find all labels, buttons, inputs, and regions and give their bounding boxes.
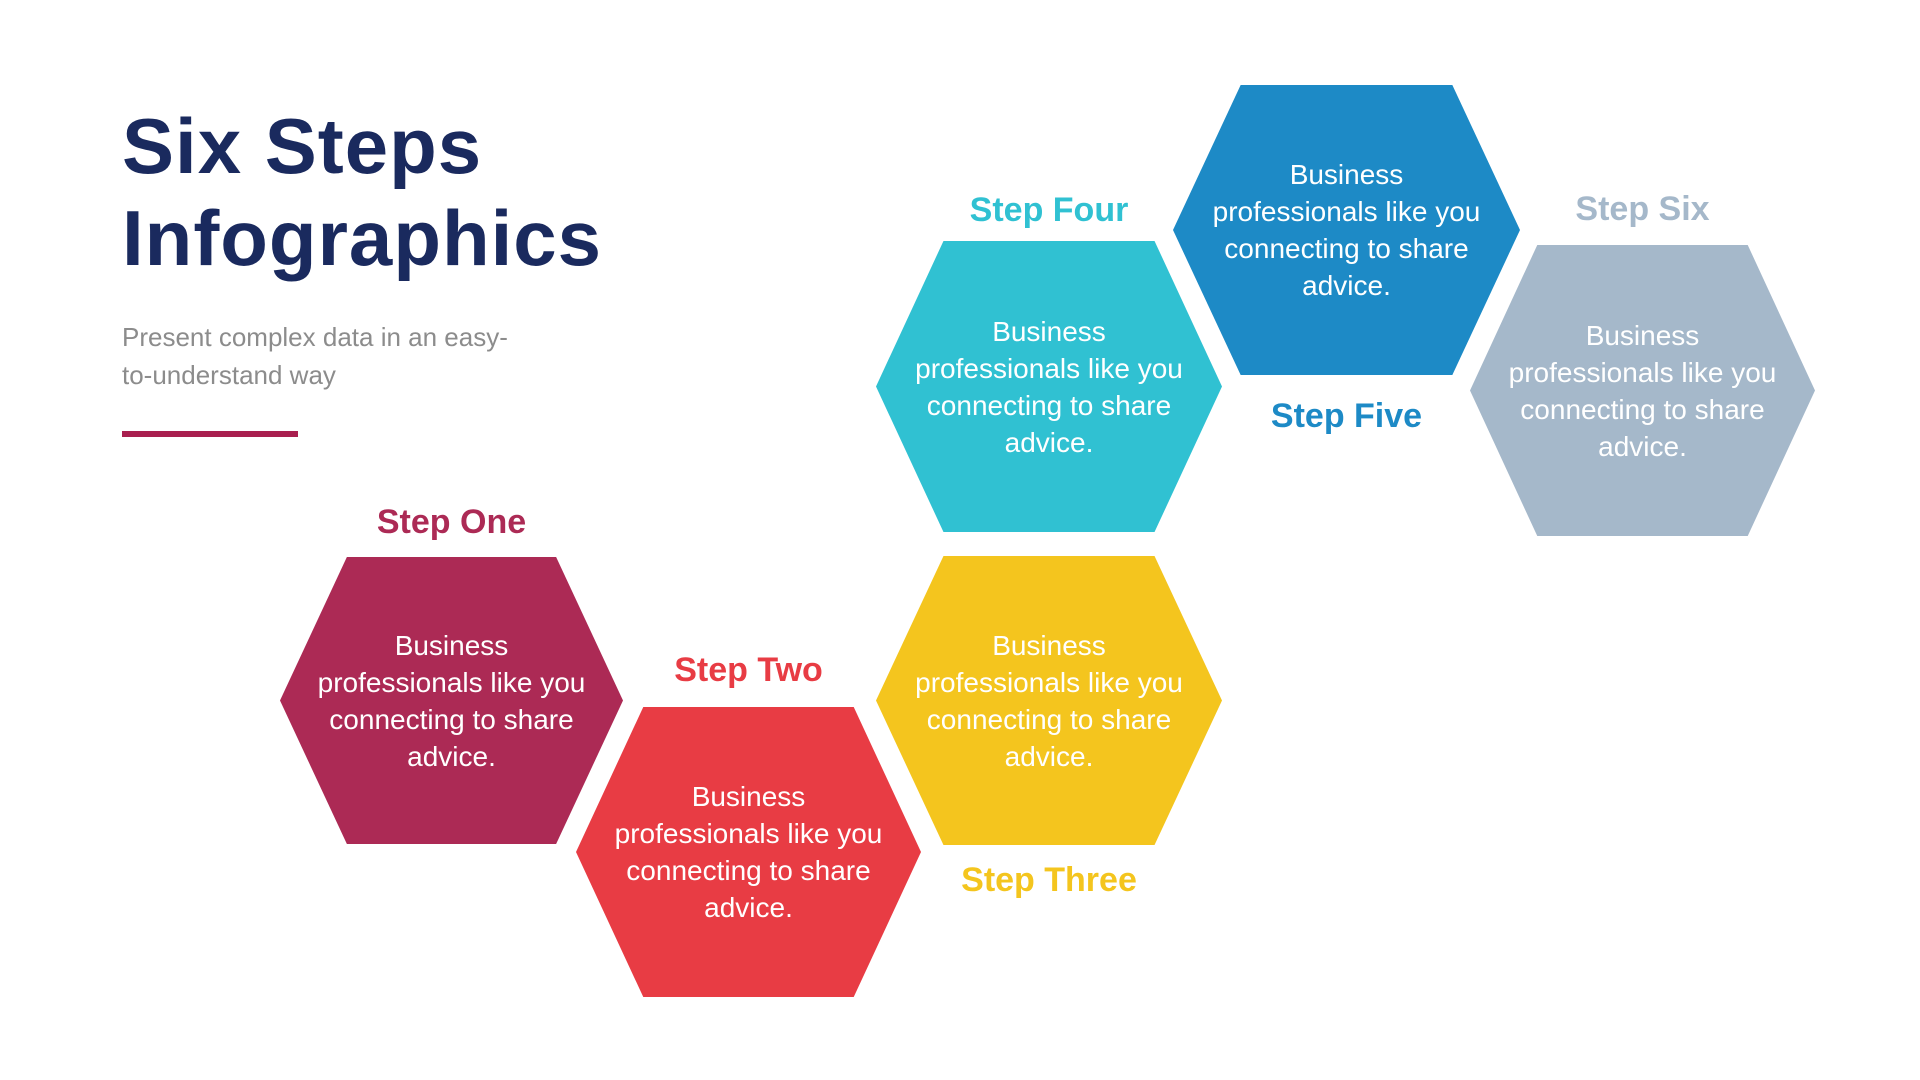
step-three-body-text: Business professionals like you connecti… [915, 629, 1183, 772]
step-one-body-text: Business professionals like you connecti… [317, 629, 586, 772]
step-six-label: Step Six [1575, 190, 1710, 228]
step-two-hexagon: Business professionals like you connecti… [576, 707, 921, 997]
step-three-hexagon: Business professionals like you connecti… [876, 556, 1222, 845]
step-four-body-text: Business professionals like you connecti… [915, 315, 1183, 458]
step-two-body-text: Business professionals like you connecti… [614, 781, 883, 923]
step-four-hexagon: Business professionals like you connecti… [876, 241, 1222, 532]
step-one-hexagon: Business professionals like you connecti… [280, 557, 623, 844]
step-five-body-text: Business professionals like you connecti… [1212, 159, 1481, 301]
step-three-label: Step Three [961, 861, 1137, 899]
page-subtitle: Present complex data in an easy- to-unde… [122, 318, 508, 394]
page-subtitle-line-2: to-understand way [122, 360, 336, 390]
step-one-label: Step One [376, 503, 527, 541]
step-two-label: Step Two [674, 651, 823, 689]
step-five-hexagon: Business professionals like you connecti… [1173, 85, 1520, 375]
title-accent-divider [122, 431, 298, 437]
step-six-hexagon: Business professionals like you connecti… [1470, 245, 1815, 536]
page-title-line-2: Infographics [122, 194, 603, 282]
page-title-line-1: Six Steps [122, 102, 483, 190]
step-six-body-text: Business professionals like you connecti… [1508, 319, 1777, 462]
step-four-label: Step Four [969, 191, 1129, 229]
step-five-label: Step Five [1270, 397, 1423, 435]
page-subtitle-line-1: Present complex data in an easy- [122, 322, 508, 352]
page-title: Six Steps Infographics [122, 100, 602, 284]
